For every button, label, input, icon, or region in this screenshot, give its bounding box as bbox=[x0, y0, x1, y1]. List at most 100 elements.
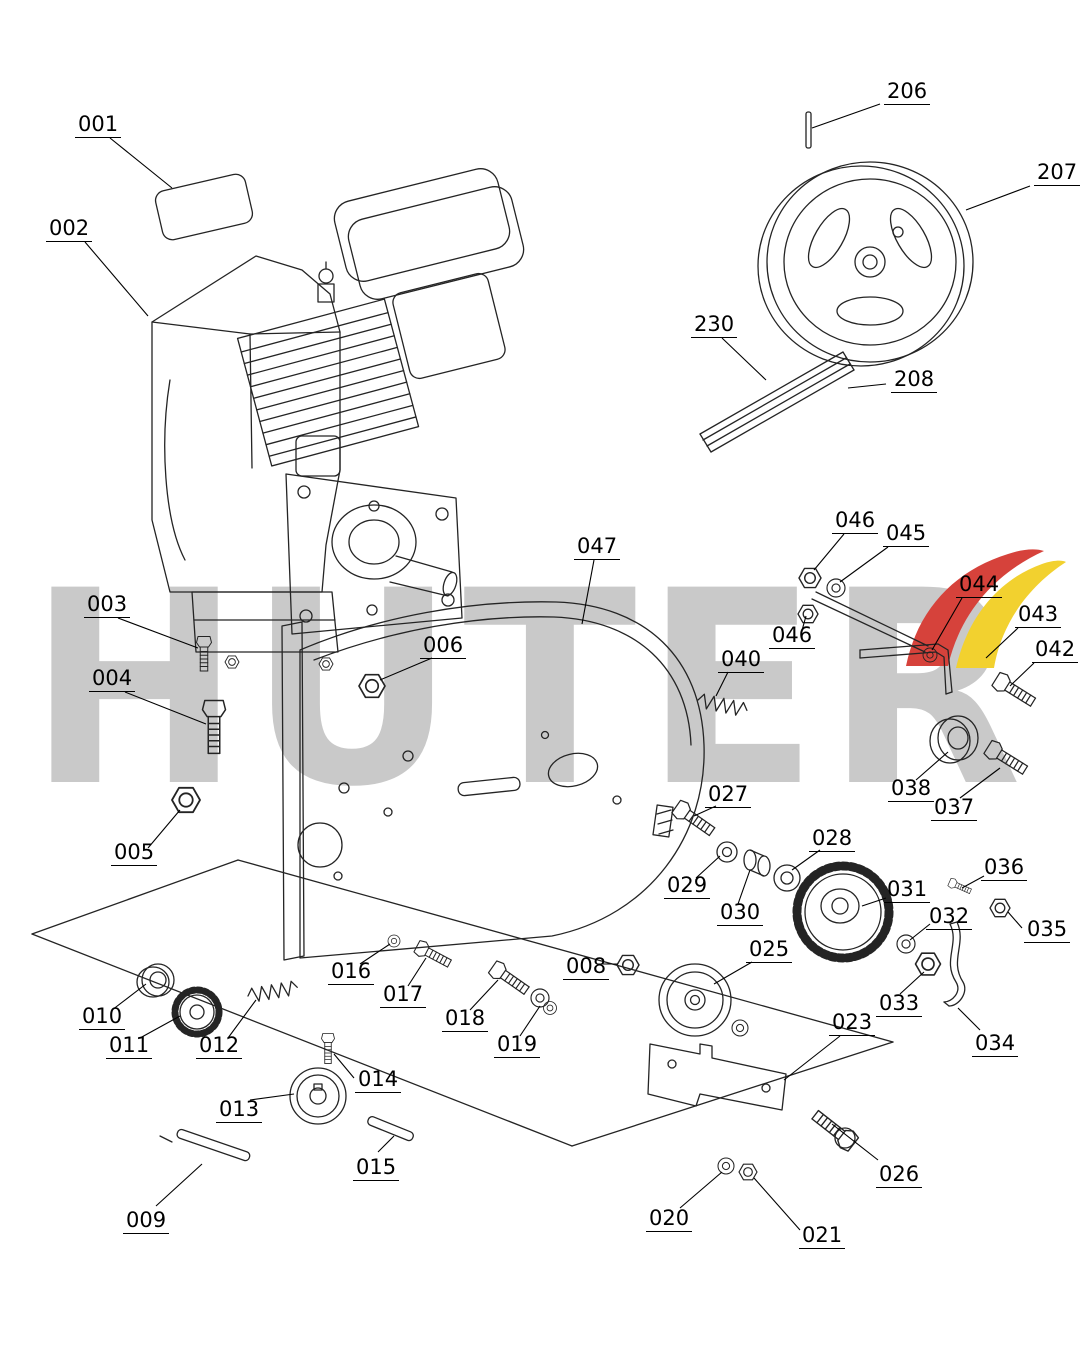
part-029-washer bbox=[716, 841, 738, 863]
leader-line-208 bbox=[847, 383, 887, 389]
part-038-bushing bbox=[929, 715, 979, 764]
part-034-bracket bbox=[943, 921, 966, 1007]
part-016-washer bbox=[387, 934, 401, 948]
part-031-gear bbox=[792, 861, 894, 963]
leader-line-046 bbox=[813, 533, 845, 571]
engine-block bbox=[151, 255, 341, 593]
part-011-sprocket bbox=[171, 986, 223, 1038]
part-023-bracket bbox=[647, 1043, 787, 1111]
leader-line-038 bbox=[915, 751, 949, 781]
part-004-bolt bbox=[201, 699, 227, 755]
belt-cover-plate bbox=[281, 601, 705, 961]
leader-line-034 bbox=[957, 1007, 981, 1031]
leader-lines bbox=[84, 103, 1035, 1231]
leader-line-005 bbox=[147, 809, 181, 849]
leader-line-031 bbox=[861, 897, 887, 907]
part-042-bolt bbox=[990, 670, 1039, 711]
part-020-washer bbox=[717, 1157, 735, 1175]
leader-line-044 bbox=[931, 597, 963, 651]
leader-line-206 bbox=[811, 103, 881, 129]
leader-line-009 bbox=[155, 1163, 203, 1207]
part-036-screw bbox=[947, 877, 973, 897]
leader-line-012 bbox=[227, 999, 257, 1039]
part-028-bearing bbox=[773, 864, 801, 892]
part-009-shaft bbox=[159, 1128, 251, 1162]
part-030-spacer bbox=[743, 849, 771, 877]
leader-line-003 bbox=[117, 617, 199, 649]
watermark: HUTER bbox=[28, 534, 1030, 846]
part-003-bolt bbox=[196, 636, 212, 672]
leader-line-032 bbox=[909, 923, 931, 941]
frame-lines bbox=[31, 859, 894, 1147]
part-046-nut-upper bbox=[798, 567, 822, 589]
engine-base bbox=[191, 591, 339, 671]
part-040-spring bbox=[695, 692, 750, 718]
leader-line-002 bbox=[84, 241, 149, 317]
engine-assembly bbox=[151, 168, 525, 671]
part-045-washer bbox=[826, 578, 846, 598]
fuel-tank bbox=[333, 168, 525, 300]
leader-line-015 bbox=[377, 1135, 395, 1153]
part-037-bolt bbox=[982, 738, 1031, 779]
part-017-bolt bbox=[412, 938, 454, 972]
leader-line-230 bbox=[721, 337, 767, 381]
part-012-spring bbox=[246, 979, 300, 1004]
leader-line-036 bbox=[961, 875, 985, 889]
leader-line-018 bbox=[469, 979, 499, 1011]
part-018-bolt bbox=[486, 958, 533, 999]
part-006-nut bbox=[358, 673, 386, 699]
leader-line-028 bbox=[791, 849, 821, 871]
leader-line-016 bbox=[359, 943, 391, 965]
leader-line-040 bbox=[715, 671, 729, 697]
part-005-nut bbox=[171, 786, 201, 814]
part-035-nut bbox=[989, 898, 1011, 918]
leader-line-014 bbox=[333, 1053, 355, 1079]
leader-line-019 bbox=[519, 1005, 541, 1037]
part-025-pulley bbox=[658, 963, 749, 1037]
leader-line-027 bbox=[693, 805, 717, 817]
leader-line-207 bbox=[965, 185, 1031, 211]
drive-belt bbox=[699, 351, 855, 453]
part-021-nut bbox=[738, 1163, 758, 1181]
leader-line-043 bbox=[985, 627, 1019, 659]
part-046-nut-lower bbox=[797, 604, 819, 624]
part-027-bolt bbox=[670, 798, 719, 841]
logo-swoosh bbox=[906, 549, 1066, 668]
leader-line-026 bbox=[831, 1123, 879, 1161]
part-008-nut bbox=[616, 954, 640, 976]
leader-line-037 bbox=[959, 767, 1001, 799]
leader-line-033 bbox=[899, 971, 925, 995]
leader-line-042 bbox=[1009, 662, 1035, 687]
part-033-nut bbox=[914, 952, 942, 976]
leader-line-013 bbox=[249, 1093, 295, 1101]
leader-line-020 bbox=[679, 1171, 723, 1209]
leader-line-011 bbox=[139, 1015, 181, 1039]
leader-line-029 bbox=[695, 855, 721, 879]
leader-line-004 bbox=[124, 691, 207, 725]
transport-wheel bbox=[757, 161, 974, 367]
leader-line-023 bbox=[783, 1035, 841, 1081]
diagram-line-art bbox=[31, 111, 1039, 1181]
engine-name-plate bbox=[154, 173, 254, 241]
leader-line-035 bbox=[1007, 911, 1023, 929]
part-026-bolt bbox=[808, 1105, 861, 1154]
gearbox-plate bbox=[285, 473, 463, 635]
air-filter bbox=[392, 272, 506, 380]
part-010-bearing bbox=[136, 963, 175, 998]
leader-line-047 bbox=[581, 559, 595, 625]
cylinder-fins bbox=[236, 298, 420, 467]
spark-plug bbox=[317, 261, 335, 303]
small-bracket bbox=[652, 804, 674, 838]
logo-swoosh-red bbox=[906, 549, 1044, 666]
leader-line-010 bbox=[111, 983, 147, 1011]
leader-line-045 bbox=[839, 546, 889, 583]
part-015-key bbox=[367, 1116, 414, 1142]
leader-line-025 bbox=[713, 961, 753, 985]
leader-line-006 bbox=[379, 657, 433, 681]
part-019-washers bbox=[530, 988, 557, 1015]
leader-line-017 bbox=[407, 957, 427, 987]
leader-line-046 bbox=[800, 615, 807, 635]
cotter-pin bbox=[805, 111, 812, 149]
